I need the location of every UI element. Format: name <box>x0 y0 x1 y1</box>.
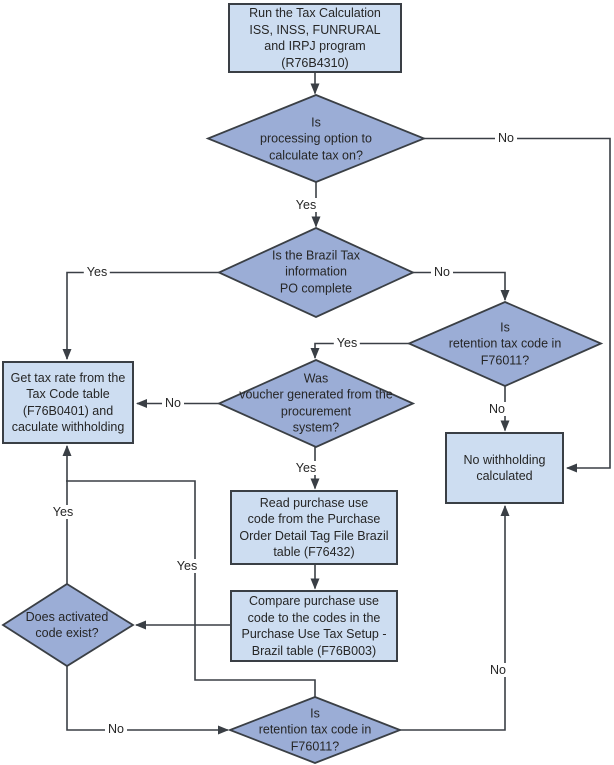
edge-label-retention-lower-yes: Yes <box>173 559 201 573</box>
decision-processing-option-shape <box>205 94 427 183</box>
decision-retention-code-lower-shape <box>227 696 403 764</box>
process-read-purchase-use: Read purchase use code from the Purchase… <box>230 490 398 565</box>
process-run-program: Run the Tax Calculation ISS, INSS, FUNRU… <box>228 3 402 73</box>
decision-brazil-tax-info-shape <box>216 227 416 318</box>
edge-label-voucher-yes: Yes <box>292 461 320 475</box>
edge-retention-lower-yes <box>66 480 316 697</box>
edge-brazil-yes <box>62 271 219 360</box>
edge-label-brazil-yes: Yes <box>83 265 111 279</box>
edge-label-brazil-no: No <box>431 265 453 279</box>
edge-label-processing-yes: Yes <box>292 198 320 212</box>
process-get-tax-rate: Get tax rate from the Tax Code table (F7… <box>2 361 134 444</box>
edge-label-retention-upper-no: No <box>486 402 508 416</box>
edge-label-activated-yes: Yes <box>49 505 77 519</box>
decision-voucher-generated-shape <box>216 359 416 448</box>
decision-retention-code-upper-shape <box>406 301 604 387</box>
edge-processing-no <box>424 137 611 473</box>
edge-retention-upper-yes <box>310 342 409 359</box>
edge-label-retention-upper-yes: Yes <box>333 336 361 350</box>
edge-activated-no <box>66 666 229 735</box>
edge-retention-lower-no <box>400 505 510 731</box>
process-no-withholding: No withholding calculated <box>445 432 564 504</box>
edge-label-processing-no: No <box>495 131 517 145</box>
process-compare-purchase-use: Compare purchase use code to the codes i… <box>230 590 398 662</box>
edge-label-activated-no: No <box>105 722 127 736</box>
edge-label-retention-lower-no: No <box>487 663 509 677</box>
decision-activated-code-shape <box>1 582 135 668</box>
edge-label-voucher-no: No <box>162 396 184 410</box>
edge-brazil-no <box>413 271 510 301</box>
